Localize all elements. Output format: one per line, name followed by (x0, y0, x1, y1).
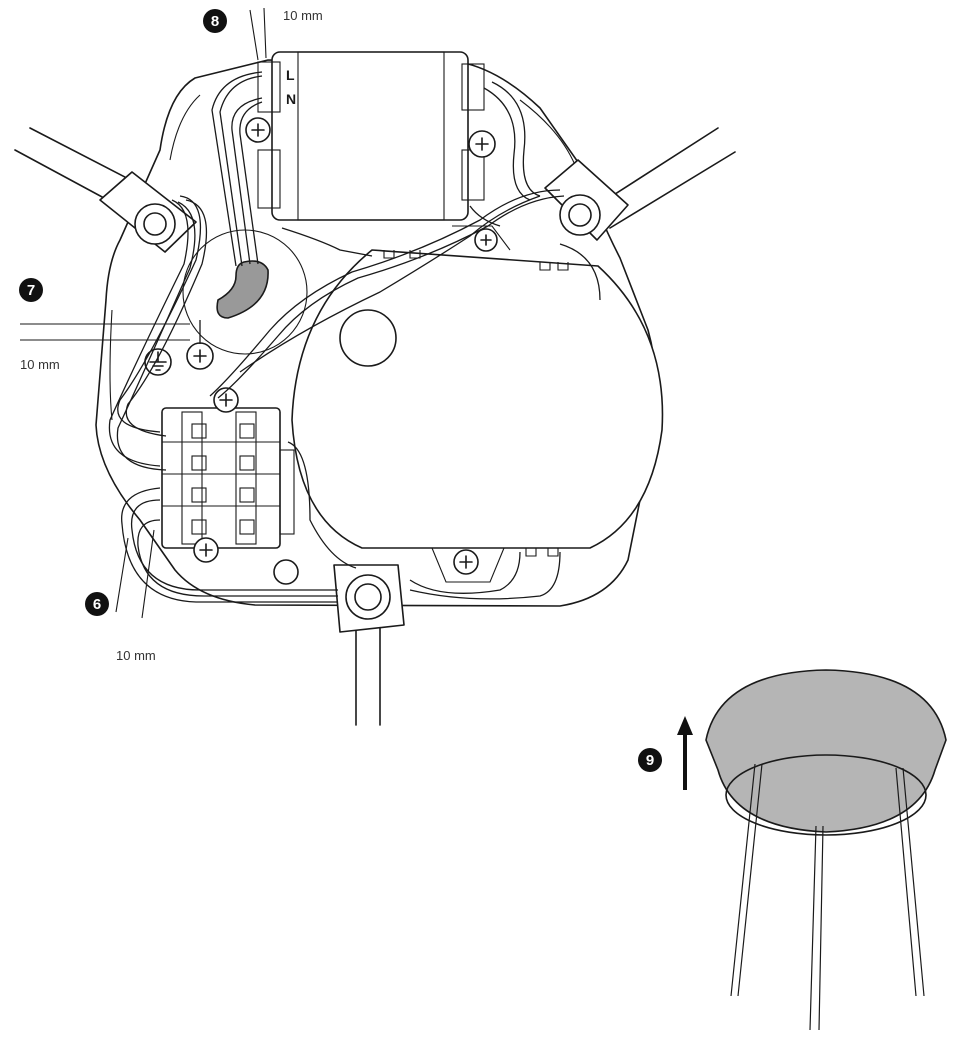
arrow-up-icon (677, 716, 693, 790)
cable-top-left (14, 127, 197, 253)
step-badge-8: 8 (203, 9, 227, 33)
phillips-screw-icon (245, 117, 271, 143)
svg-text:9: 9 (646, 752, 654, 769)
driver-knockout-hole (339, 309, 397, 367)
strip-length-top: 10 mm (283, 8, 323, 23)
svg-text:8: 8 (211, 13, 219, 30)
svg-text:6: 6 (93, 596, 101, 613)
ceiling-canopy (705, 669, 947, 836)
svg-text:7: 7 (27, 282, 35, 299)
earth-ground-icon (144, 348, 172, 376)
cable-bottom (333, 564, 405, 726)
terminal-block (161, 407, 295, 549)
strip-guide-left (20, 323, 190, 341)
suspension-wires (730, 763, 925, 1031)
live-terminal-label: L (286, 67, 295, 83)
neutral-terminal-label: N (286, 91, 296, 107)
step-badge-7: 7 (19, 278, 43, 302)
plate-hole (273, 559, 299, 585)
step-badge-6: 6 (85, 592, 109, 616)
strip-guide-bottom (115, 529, 155, 619)
cable-top-right (544, 127, 736, 241)
phillips-screw-icon (193, 537, 219, 563)
phillips-screw-icon (213, 387, 239, 413)
phillips-screw-icon (453, 549, 479, 575)
strip-length-bottom: 10 mm (116, 648, 156, 663)
step-badge-9: 9 (638, 748, 662, 772)
earth-sleeve (216, 260, 269, 319)
phillips-screw-icon (468, 130, 496, 158)
strip-length-left: 10 mm (20, 357, 60, 372)
driver-block: L N (257, 51, 485, 221)
phillips-screw-icon (186, 342, 214, 370)
strip-guide-top (249, 7, 267, 61)
phillips-screw-icon (474, 228, 498, 252)
round-driver (291, 225, 664, 583)
